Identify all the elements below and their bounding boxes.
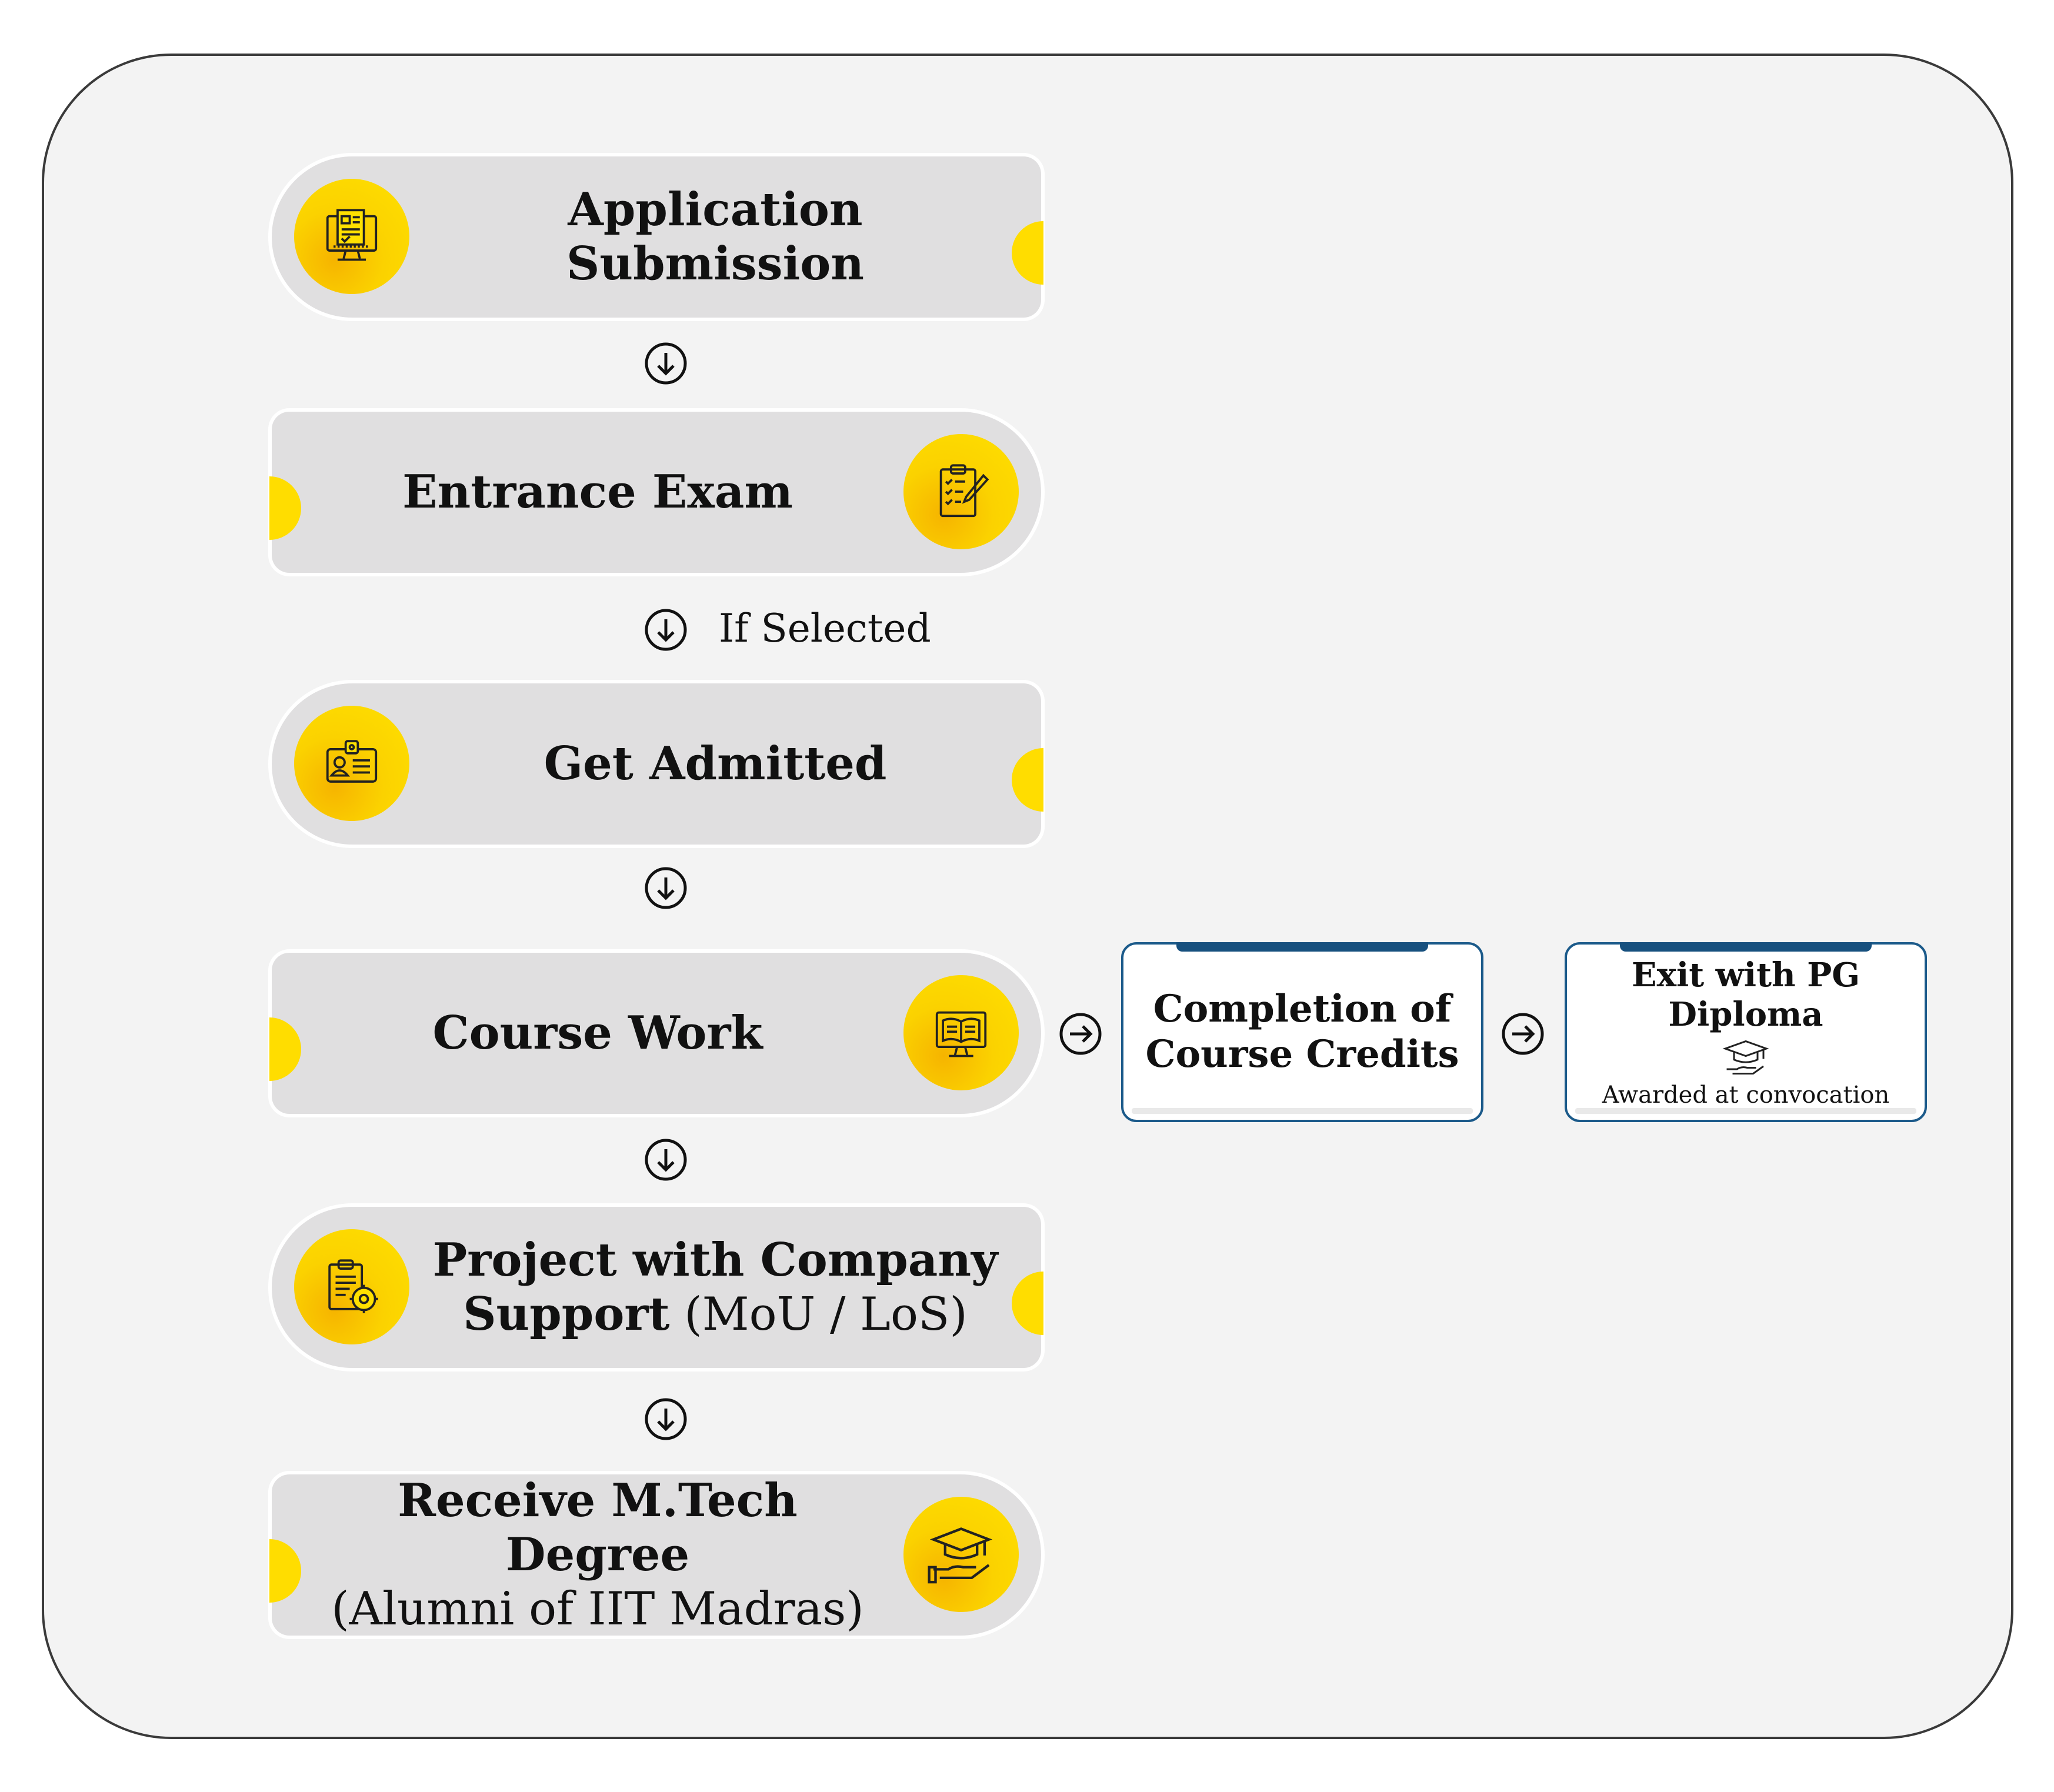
card-top-bar [1620, 942, 1872, 952]
card-bottom-line [1575, 1108, 1916, 1114]
arrow-right-icon [1502, 1013, 1544, 1055]
connector-tab [1012, 221, 1043, 285]
id-card-icon [294, 706, 409, 821]
step-title-line2-bold: Support [463, 1287, 670, 1341]
connector-tab [269, 1017, 301, 1081]
completion-card: Completion of Course Credits [1121, 942, 1483, 1122]
application-form-icon [294, 179, 409, 294]
card-bottom-line [1132, 1108, 1473, 1114]
exit-subtitle: Awarded at convocation [1602, 1082, 1890, 1109]
arrow-down-icon [645, 609, 687, 651]
connector-tab [1012, 1272, 1043, 1335]
step-title-line2: (Alumni of IIT Madras) [331, 1583, 864, 1636]
flowchart-frame [42, 54, 2013, 1739]
project-gear-icon [294, 1229, 409, 1344]
arrow-down-icon [645, 1398, 687, 1440]
step-get-admitted: Get Admitted [272, 683, 1043, 845]
arrow-down-icon [645, 342, 687, 385]
step-course-work: Course Work [269, 953, 1041, 1114]
step-title: Course Work [432, 1006, 763, 1060]
step-title-line2-rest: (MoU / LoS) [669, 1288, 968, 1341]
graduation-cap-icon [1722, 1040, 1769, 1075]
completion-line2: Course Credits [1145, 1032, 1459, 1076]
connector-tab [269, 1539, 301, 1603]
card-top-bar [1176, 942, 1428, 952]
step-title: Entrance Exam [402, 465, 793, 519]
step-title: Get Admitted [543, 736, 887, 790]
graduation-hand-icon [903, 1497, 1019, 1612]
connector-tab [269, 476, 301, 540]
if-selected-note: If Selected [719, 606, 931, 651]
online-book-icon [903, 975, 1019, 1090]
connector-tab [1012, 748, 1043, 812]
step-title: Application Submission [566, 182, 864, 291]
exit-title: Exit with PG Diploma [1631, 955, 1860, 1034]
step-application-submission: Application Submission [272, 156, 1043, 318]
arrow-right-icon [1059, 1013, 1102, 1055]
step-receive-mtech-degree: Receive M.Tech Degree (Alumni of IIT Mad… [269, 1474, 1041, 1636]
step-entrance-exam: Entrance Exam [269, 412, 1041, 573]
step-title: Receive M.Tech Degree (Alumni of IIT Mad… [313, 1474, 882, 1636]
step-title-line1: Receive M.Tech Degree [398, 1473, 798, 1581]
exit-pg-diploma-card: Exit with PG Diploma Awarded at convocat… [1565, 942, 1927, 1122]
exam-clipboard-icon [903, 434, 1019, 549]
completion-line1: Completion of [1153, 987, 1452, 1032]
arrow-down-icon [645, 1139, 687, 1181]
step-title-line2: Support (MoU / LoS) [463, 1287, 968, 1342]
step-project-company-support: Project with Company Support (MoU / LoS) [272, 1207, 1043, 1368]
step-title-line1: Project with Company [432, 1233, 998, 1287]
step-title: Project with Company Support (MoU / LoS) [431, 1207, 1000, 1368]
arrow-down-icon [645, 867, 687, 909]
